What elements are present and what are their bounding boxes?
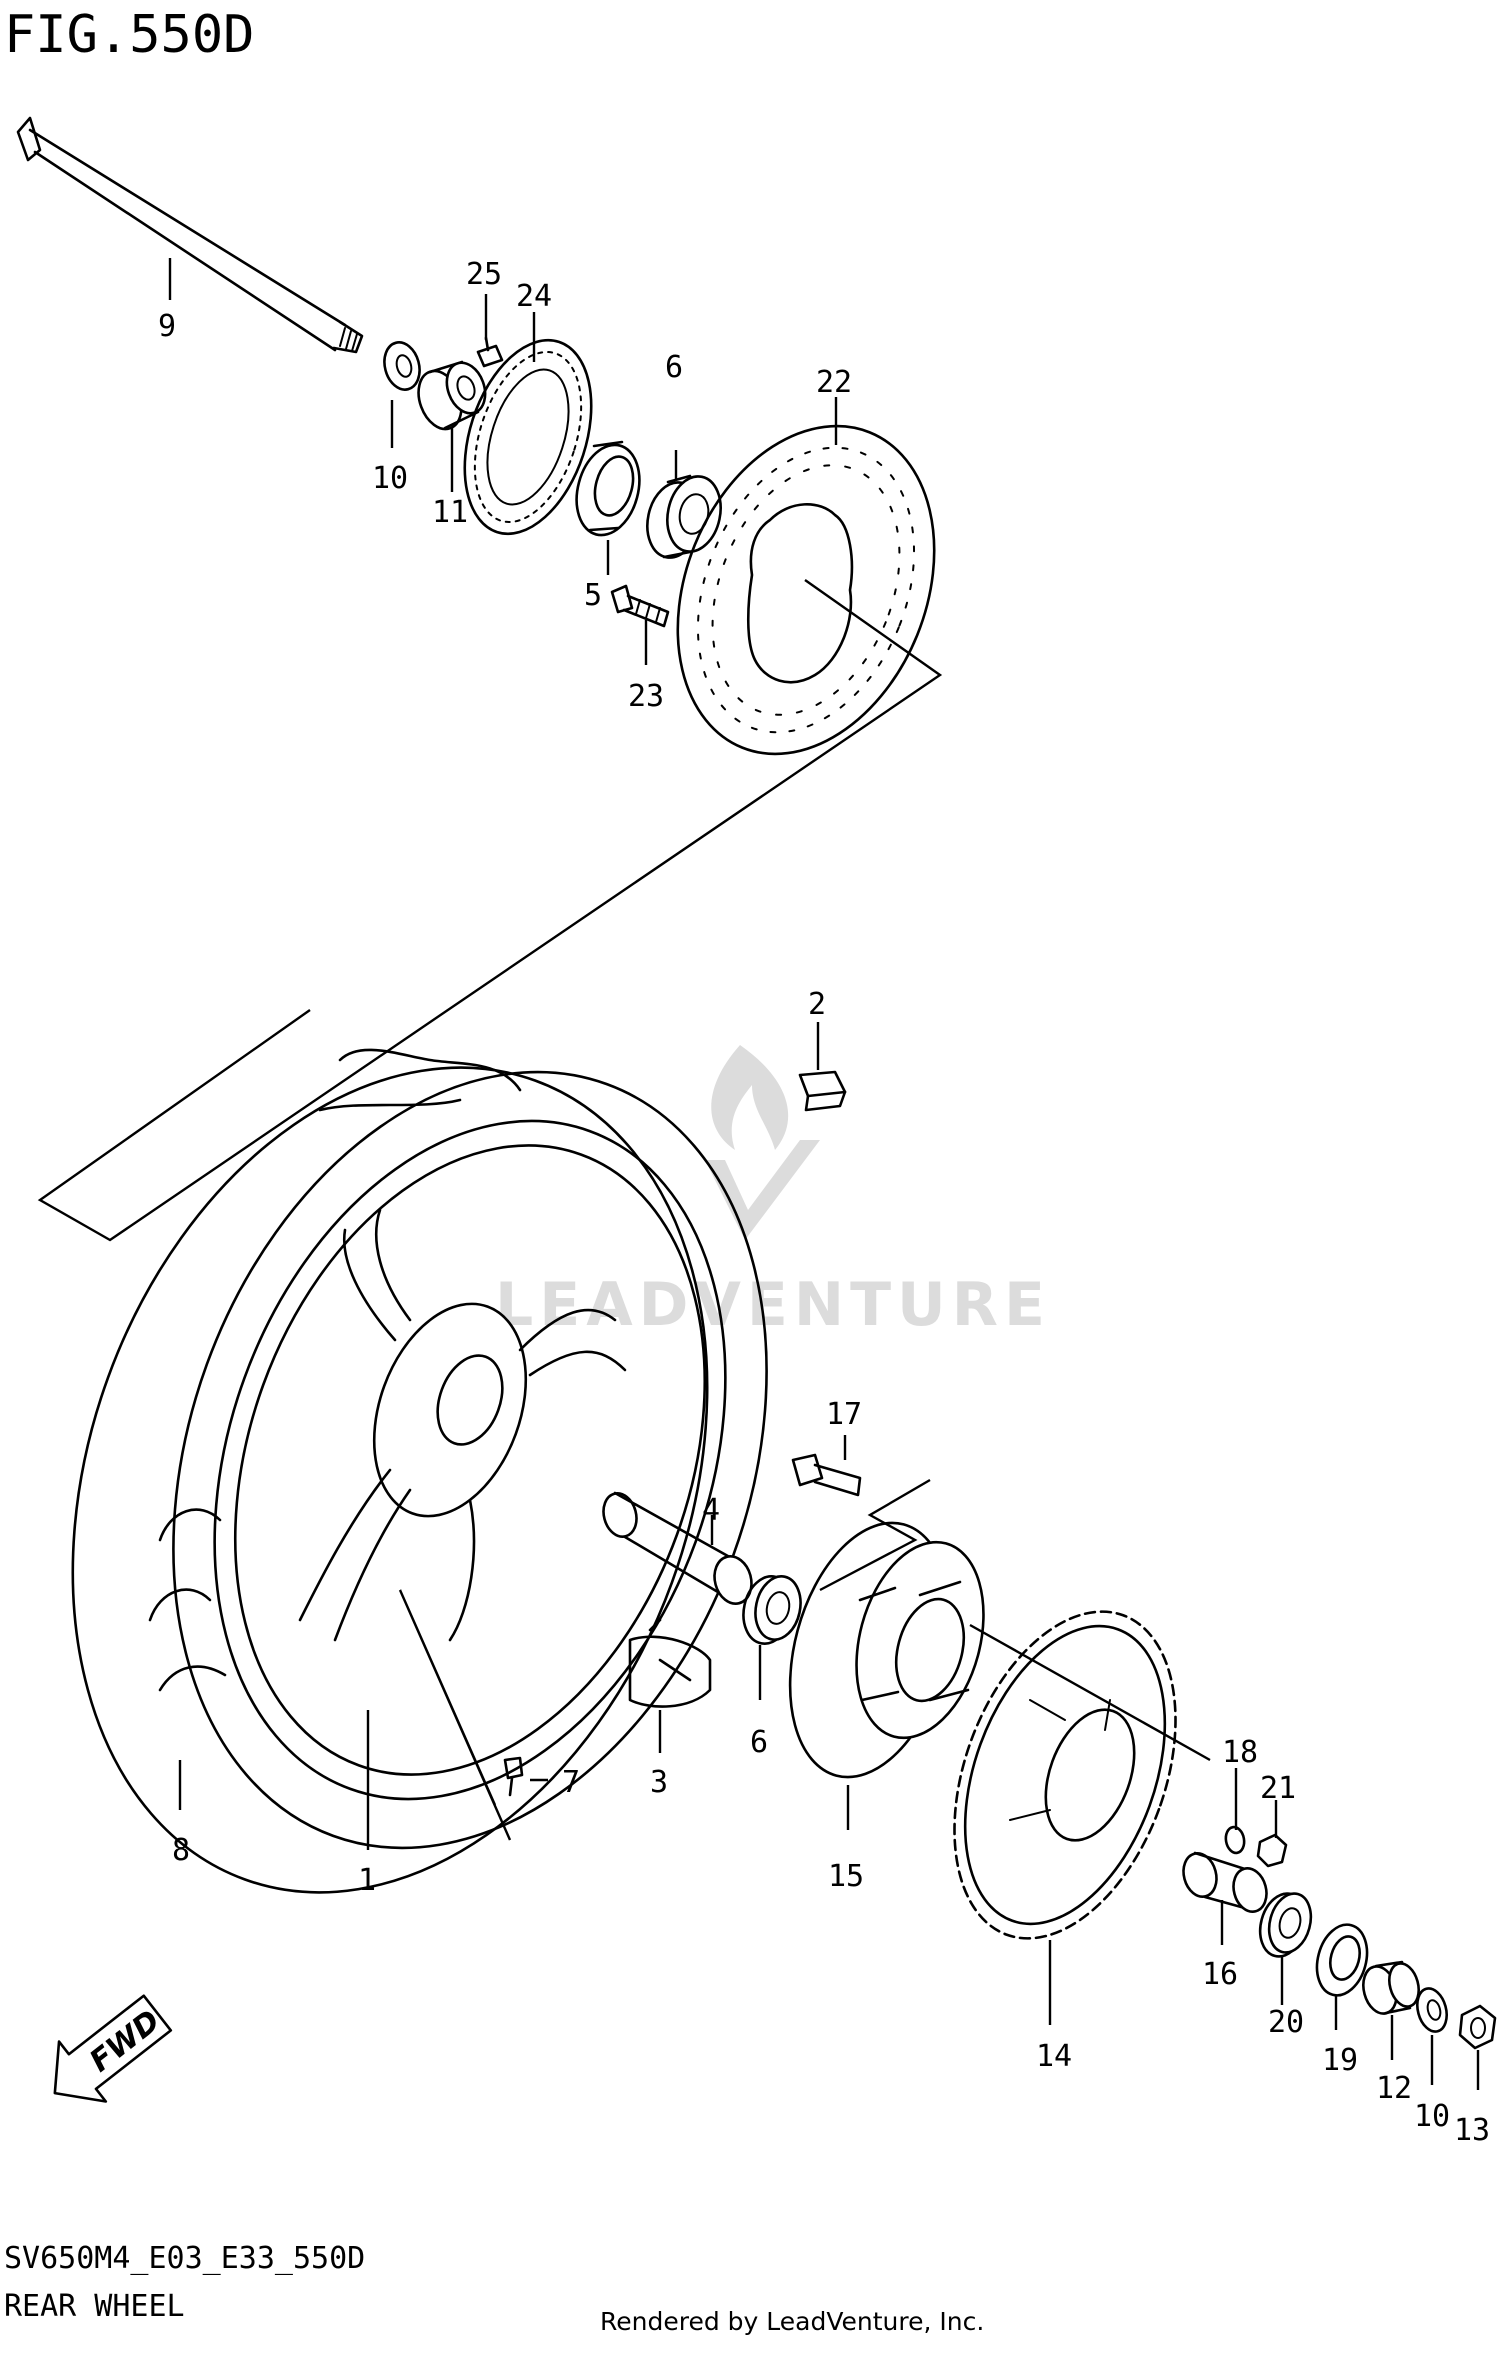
- callout-20: 20: [1268, 2005, 1304, 2040]
- hub-part-15[interactable]: [764, 1478, 1004, 1795]
- spacer-part-11[interactable]: [411, 357, 492, 435]
- sensor-ring-part-24[interactable]: [442, 324, 614, 550]
- leader-lines: [168, 258, 1480, 2090]
- callout-17: 17: [826, 1397, 862, 1432]
- watermark: LEADVENTURE: [495, 1045, 1051, 1340]
- tire-part-8[interactable]: [0, 978, 870, 1982]
- valve-part-7[interactable]: [503, 1756, 524, 1797]
- section-name: REAR WHEEL: [4, 2289, 185, 2324]
- assembly-line-disc-to-wheel: [37, 579, 943, 1242]
- callout-6-bottom: 6: [750, 1725, 768, 1760]
- nut-part-21[interactable]: [1256, 1833, 1288, 1868]
- callout-6-top: 6: [665, 350, 683, 385]
- brake-disc-part-22[interactable]: [631, 387, 981, 792]
- model-code: SV650M4_E03_E33_550D: [4, 2241, 365, 2276]
- seal-part-19[interactable]: [1310, 1919, 1375, 2001]
- spacer-part-12[interactable]: [1358, 1960, 1423, 2017]
- callout-21: 21: [1260, 1771, 1296, 1806]
- callout-11: 11: [432, 495, 468, 530]
- bearing-part-6-top[interactable]: [641, 471, 728, 562]
- spacer-part-4[interactable]: [599, 1490, 757, 1608]
- callout-8: 8: [172, 1833, 190, 1868]
- callout-22: 22: [816, 365, 852, 400]
- nut-part-13[interactable]: [1458, 2004, 1497, 2050]
- damper-part-3[interactable]: [628, 1618, 712, 1708]
- callout-19: 19: [1322, 2043, 1358, 2078]
- callout-18: 18: [1222, 1735, 1258, 1770]
- callout-16: 16: [1202, 1957, 1238, 1992]
- washer-part-10-bottom[interactable]: [1413, 1985, 1451, 2035]
- washer-part-10-top[interactable]: [379, 338, 424, 393]
- balance-weight-part-2[interactable]: [798, 1070, 847, 1112]
- washer-part-18[interactable]: [1224, 1825, 1246, 1855]
- callout-24: 24: [516, 279, 552, 314]
- sleeve-part-16[interactable]: [1179, 1850, 1271, 1916]
- sprocket-part-14[interactable]: [913, 1581, 1217, 1969]
- callout-4: 4: [702, 1493, 720, 1528]
- fwd-label: FWD: [83, 2003, 166, 2079]
- wheel-part-1[interactable]: [125, 1049, 815, 1871]
- screw-part-25[interactable]: [476, 336, 504, 368]
- bearing-part-6-bottom[interactable]: [737, 1572, 806, 1648]
- assembly-line-hub-to-nut: [969, 1623, 1211, 1762]
- fwd-arrow-icon: FWD: [53, 1994, 173, 2103]
- callout-1: 1: [358, 1863, 376, 1898]
- callout-9: 9: [158, 309, 176, 344]
- callout-5: 5: [584, 578, 602, 613]
- bolt-part-17[interactable]: [791, 1453, 862, 1497]
- callout-labels: 9 10 11 25 24 5 6 22 23 2 4 3 6 7 8 1 17…: [158, 257, 1490, 2148]
- bearing-part-20[interactable]: [1253, 1888, 1317, 1961]
- watermark-text: LEADVENTURE: [495, 1270, 1051, 1340]
- callout-3: 3: [650, 1765, 668, 1800]
- callout-14: 14: [1036, 2039, 1072, 2074]
- bolt-part-23[interactable]: [610, 584, 670, 628]
- figure-title: FIG.550D: [4, 5, 254, 65]
- callout-7: 7: [562, 1765, 580, 1800]
- callout-12: 12: [1376, 2071, 1412, 2106]
- callout-2: 2: [808, 987, 826, 1022]
- callout-15: 15: [828, 1859, 864, 1894]
- flame-logo-icon: [705, 1045, 820, 1240]
- callout-10-top: 10: [372, 461, 408, 496]
- callout-13: 13: [1454, 2113, 1490, 2148]
- render-credit: Rendered by LeadVenture, Inc.: [600, 2307, 984, 2336]
- seal-part-5[interactable]: [567, 438, 649, 542]
- callout-25: 25: [466, 257, 502, 292]
- callout-10-bottom: 10: [1414, 2099, 1450, 2134]
- callout-23: 23: [628, 679, 664, 714]
- axle-part-9[interactable]: [16, 116, 364, 354]
